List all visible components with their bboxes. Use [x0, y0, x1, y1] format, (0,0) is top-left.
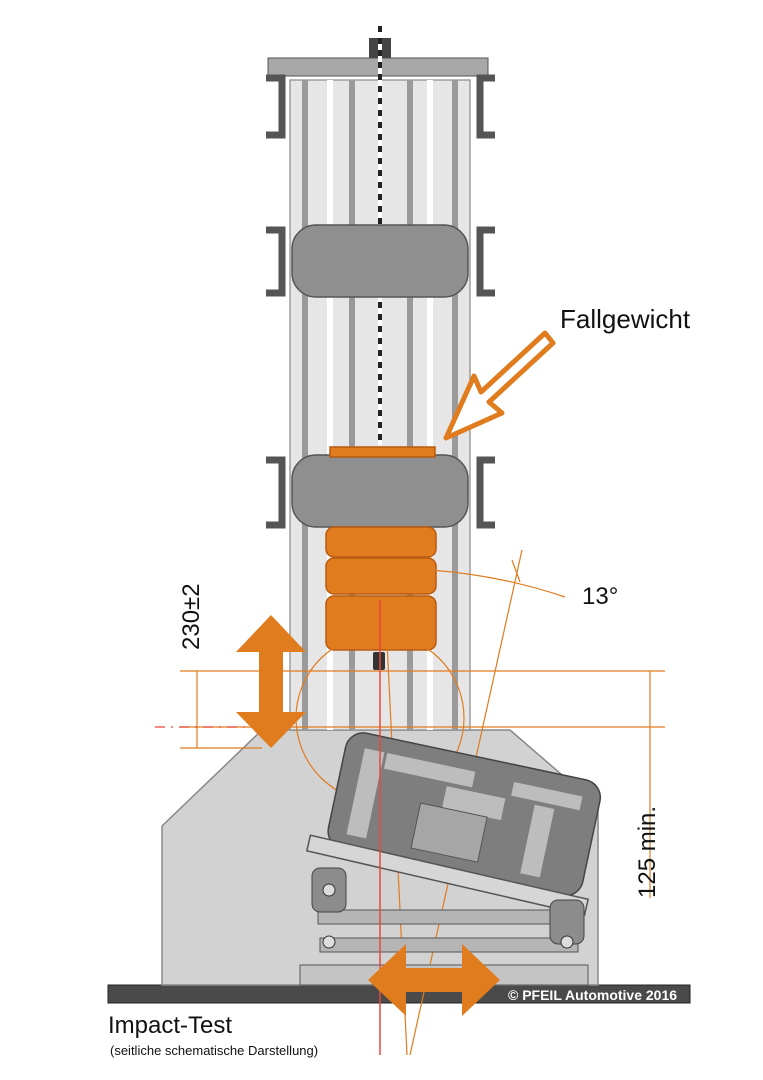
diagram-title: Impact-Test — [108, 1012, 233, 1039]
drop-height-label: 230±2 — [178, 583, 205, 650]
drop-weight-arrow — [443, 330, 556, 441]
impact-tip — [373, 652, 385, 670]
angle-label: 13° — [582, 583, 619, 610]
side-brackets — [266, 74, 495, 529]
drop-weight — [325, 446, 437, 651]
horizontal-double-arrow — [368, 944, 500, 1016]
upper-carriage — [291, 224, 469, 298]
lower-carriage — [291, 454, 469, 528]
tilted-platform — [305, 834, 590, 916]
copyright-label: © PFEIL Automotive 2016 — [508, 987, 678, 1003]
vertical-double-arrow — [236, 615, 306, 748]
drop-weight-label: Fallgewicht — [560, 304, 691, 334]
diagram-subtitle: (seitliche schematische Darstellung) — [110, 1043, 319, 1058]
min-distance-label: 125 min. — [634, 805, 661, 898]
